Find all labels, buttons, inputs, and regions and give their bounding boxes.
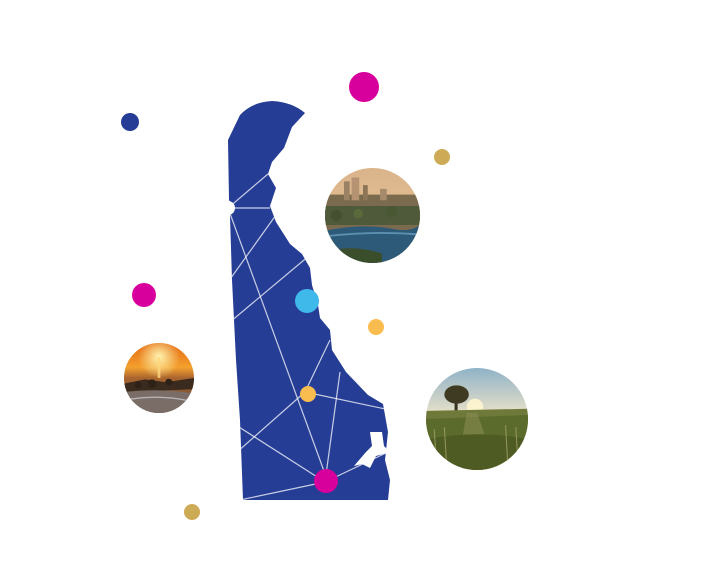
beach-sunset-icon — [124, 343, 194, 413]
orange-dot-map — [300, 386, 316, 402]
magenta-dot-top — [349, 72, 379, 102]
gold-dot-bottom-left — [184, 504, 200, 520]
magenta-dot-bottom — [314, 469, 338, 493]
cyan-dot-map — [295, 289, 319, 313]
magenta-dot-left — [132, 283, 156, 307]
city-riverfront-photo — [325, 168, 420, 263]
wheat-field-icon — [426, 368, 528, 470]
orange-dot-right — [368, 319, 384, 335]
wheat-field-photo — [426, 368, 528, 470]
white-coast-accent — [354, 432, 390, 468]
map-notch — [221, 201, 235, 215]
state-grid-lines — [228, 173, 390, 500]
beach-sunset-photo — [124, 343, 194, 413]
navy-dot-left — [121, 113, 139, 131]
city-riverfront-icon — [325, 168, 420, 263]
gold-dot-top-right — [434, 149, 450, 165]
